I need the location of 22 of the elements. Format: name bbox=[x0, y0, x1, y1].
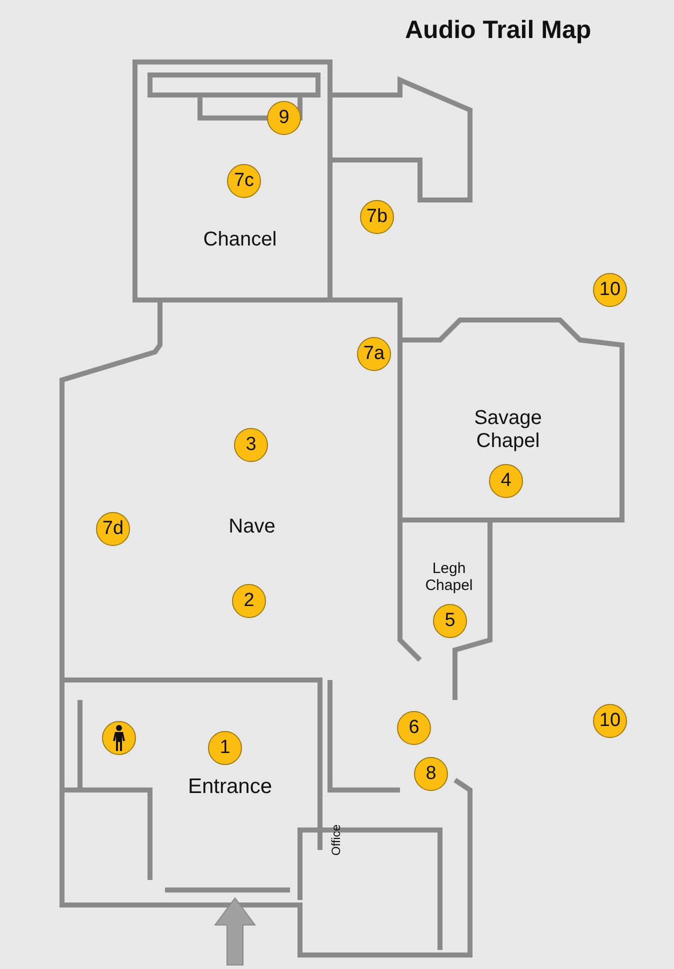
number-marker: 1 bbox=[208, 731, 242, 765]
number-marker: 8 bbox=[414, 757, 448, 791]
number-marker: 9 bbox=[267, 101, 301, 135]
number-marker: 10 bbox=[593, 273, 627, 307]
number-marker: 6 bbox=[397, 711, 431, 745]
toilet-marker bbox=[102, 721, 136, 755]
number-marker: 3 bbox=[234, 428, 268, 462]
number-marker: 4 bbox=[489, 464, 523, 498]
number-marker: 7d bbox=[96, 512, 130, 546]
number-marker: 2 bbox=[232, 584, 266, 618]
number-marker: 5 bbox=[433, 604, 467, 638]
number-marker: 10 bbox=[593, 704, 627, 738]
room-label: Chancel bbox=[203, 228, 277, 252]
number-marker: 7b bbox=[360, 200, 394, 234]
room-label: Office bbox=[330, 824, 344, 856]
room-label: Legh Chapel bbox=[424, 560, 474, 594]
number-marker: 7c bbox=[227, 164, 261, 198]
room-label: Savage Chapel bbox=[473, 407, 543, 453]
room-label: Nave bbox=[228, 516, 276, 538]
map-title: Audio Trail Map bbox=[405, 16, 592, 45]
number-marker: 7a bbox=[357, 337, 391, 371]
room-label: Entrance bbox=[188, 774, 272, 800]
